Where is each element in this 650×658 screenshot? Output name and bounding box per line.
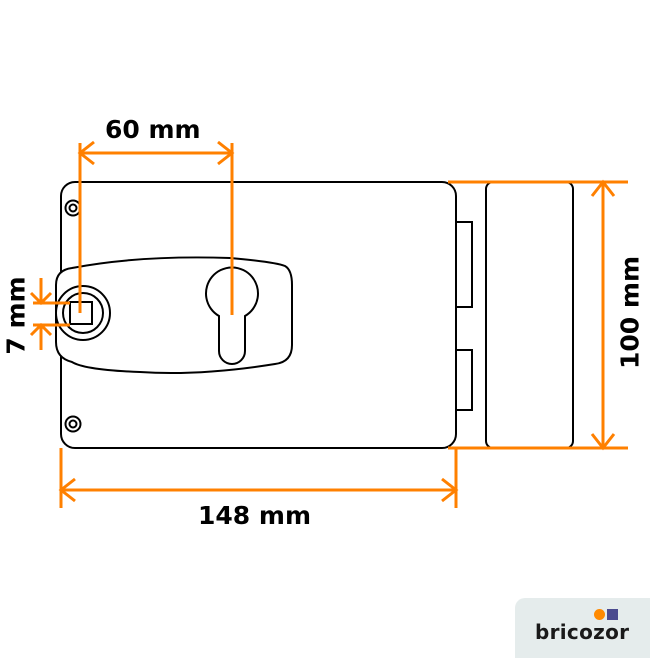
- orange-dot-icon: [594, 609, 605, 620]
- dimension-lines: [29, 140, 628, 508]
- brand-name: bricozor: [535, 620, 630, 644]
- cylinder-keyhole: [205, 266, 259, 365]
- brand-logo: bricozor: [515, 598, 650, 658]
- purple-square-icon: [607, 609, 618, 620]
- backset-dimension-label: 60 mm: [105, 115, 201, 144]
- strike-keep: [485, 181, 574, 449]
- width-dimension-label: 148 mm: [198, 501, 311, 530]
- spindle-dimension-label: 7 mm: [1, 276, 31, 355]
- height-dimension-label: 100 mm: [615, 256, 645, 369]
